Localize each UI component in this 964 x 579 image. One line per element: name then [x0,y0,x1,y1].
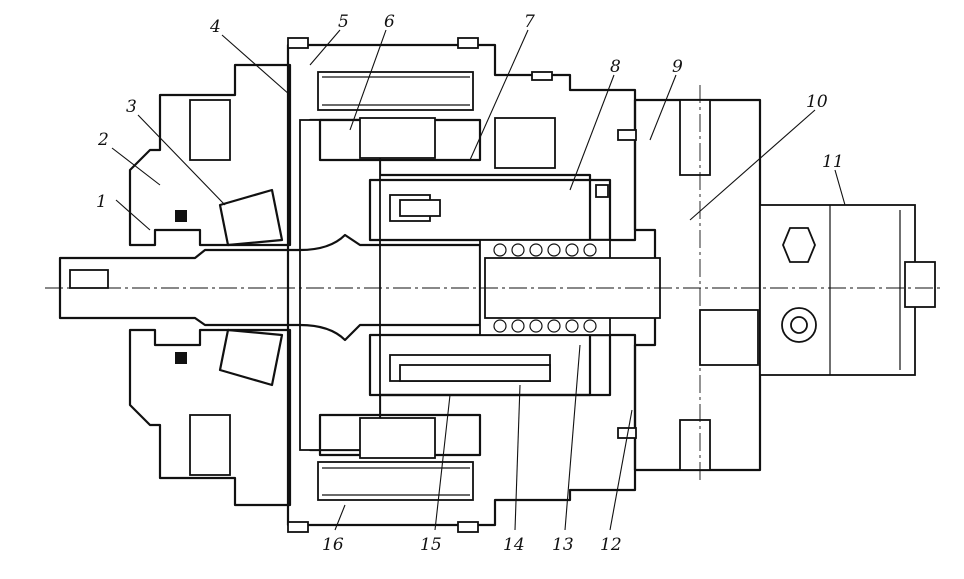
label-4: 4 [209,17,221,37]
label-5: 5 [338,12,349,32]
label-9: 9 [672,57,683,77]
label-14: 14 [503,535,525,555]
front-bearing [175,188,284,387]
auxiliary-pump [759,204,936,376]
end-cover [617,98,762,472]
return-spring [479,239,661,336]
label-10: 10 [806,92,828,112]
leader-lines [111,29,846,531]
main-casing [286,37,637,533]
label-11: 11 [822,152,844,172]
swash-bearings [318,117,482,459]
label-7: 7 [524,12,535,32]
label-16: 16 [322,535,344,555]
front-flange [128,63,292,507]
callout-labels: 1 2 3 4 5 6 7 8 9 10 11 12 13 14 15 16 [96,12,844,555]
label-3: 3 [126,97,137,117]
pistons [399,199,551,382]
label-6: 6 [384,12,395,32]
label-15: 15 [420,535,442,555]
label-1: 1 [96,192,107,212]
label-12: 12 [600,535,622,555]
label-8: 8 [610,57,621,77]
label-13: 13 [552,535,574,555]
drive-shaft [58,233,482,342]
label-2: 2 [97,130,109,150]
